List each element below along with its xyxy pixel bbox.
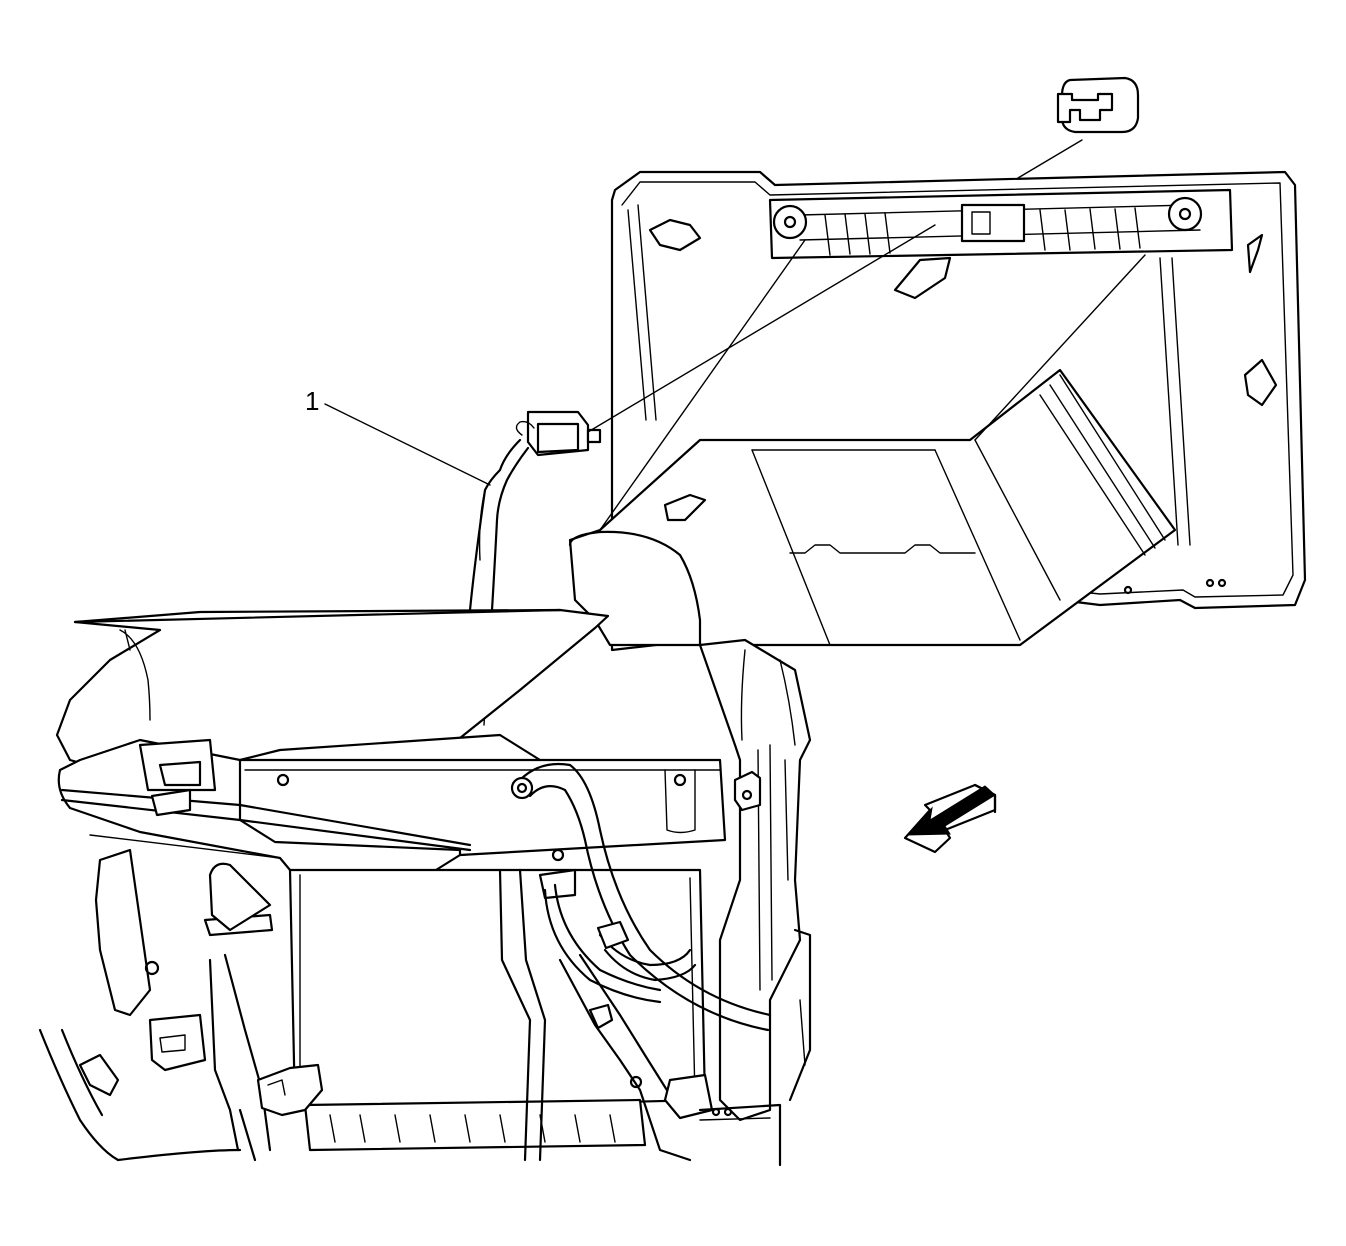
electrical-connector bbox=[526, 224, 936, 457]
front-direction-arrow-icon bbox=[903, 783, 997, 854]
callout-label-1: 1 bbox=[305, 386, 319, 416]
callout-1: 1 bbox=[305, 386, 491, 486]
glove-box-bin bbox=[568, 239, 1177, 647]
callout-leader-line-1 bbox=[324, 403, 491, 486]
main-harness bbox=[510, 762, 772, 1032]
retainer-clip-detail bbox=[1017, 76, 1140, 179]
instrument-panel bbox=[38, 608, 812, 1167]
